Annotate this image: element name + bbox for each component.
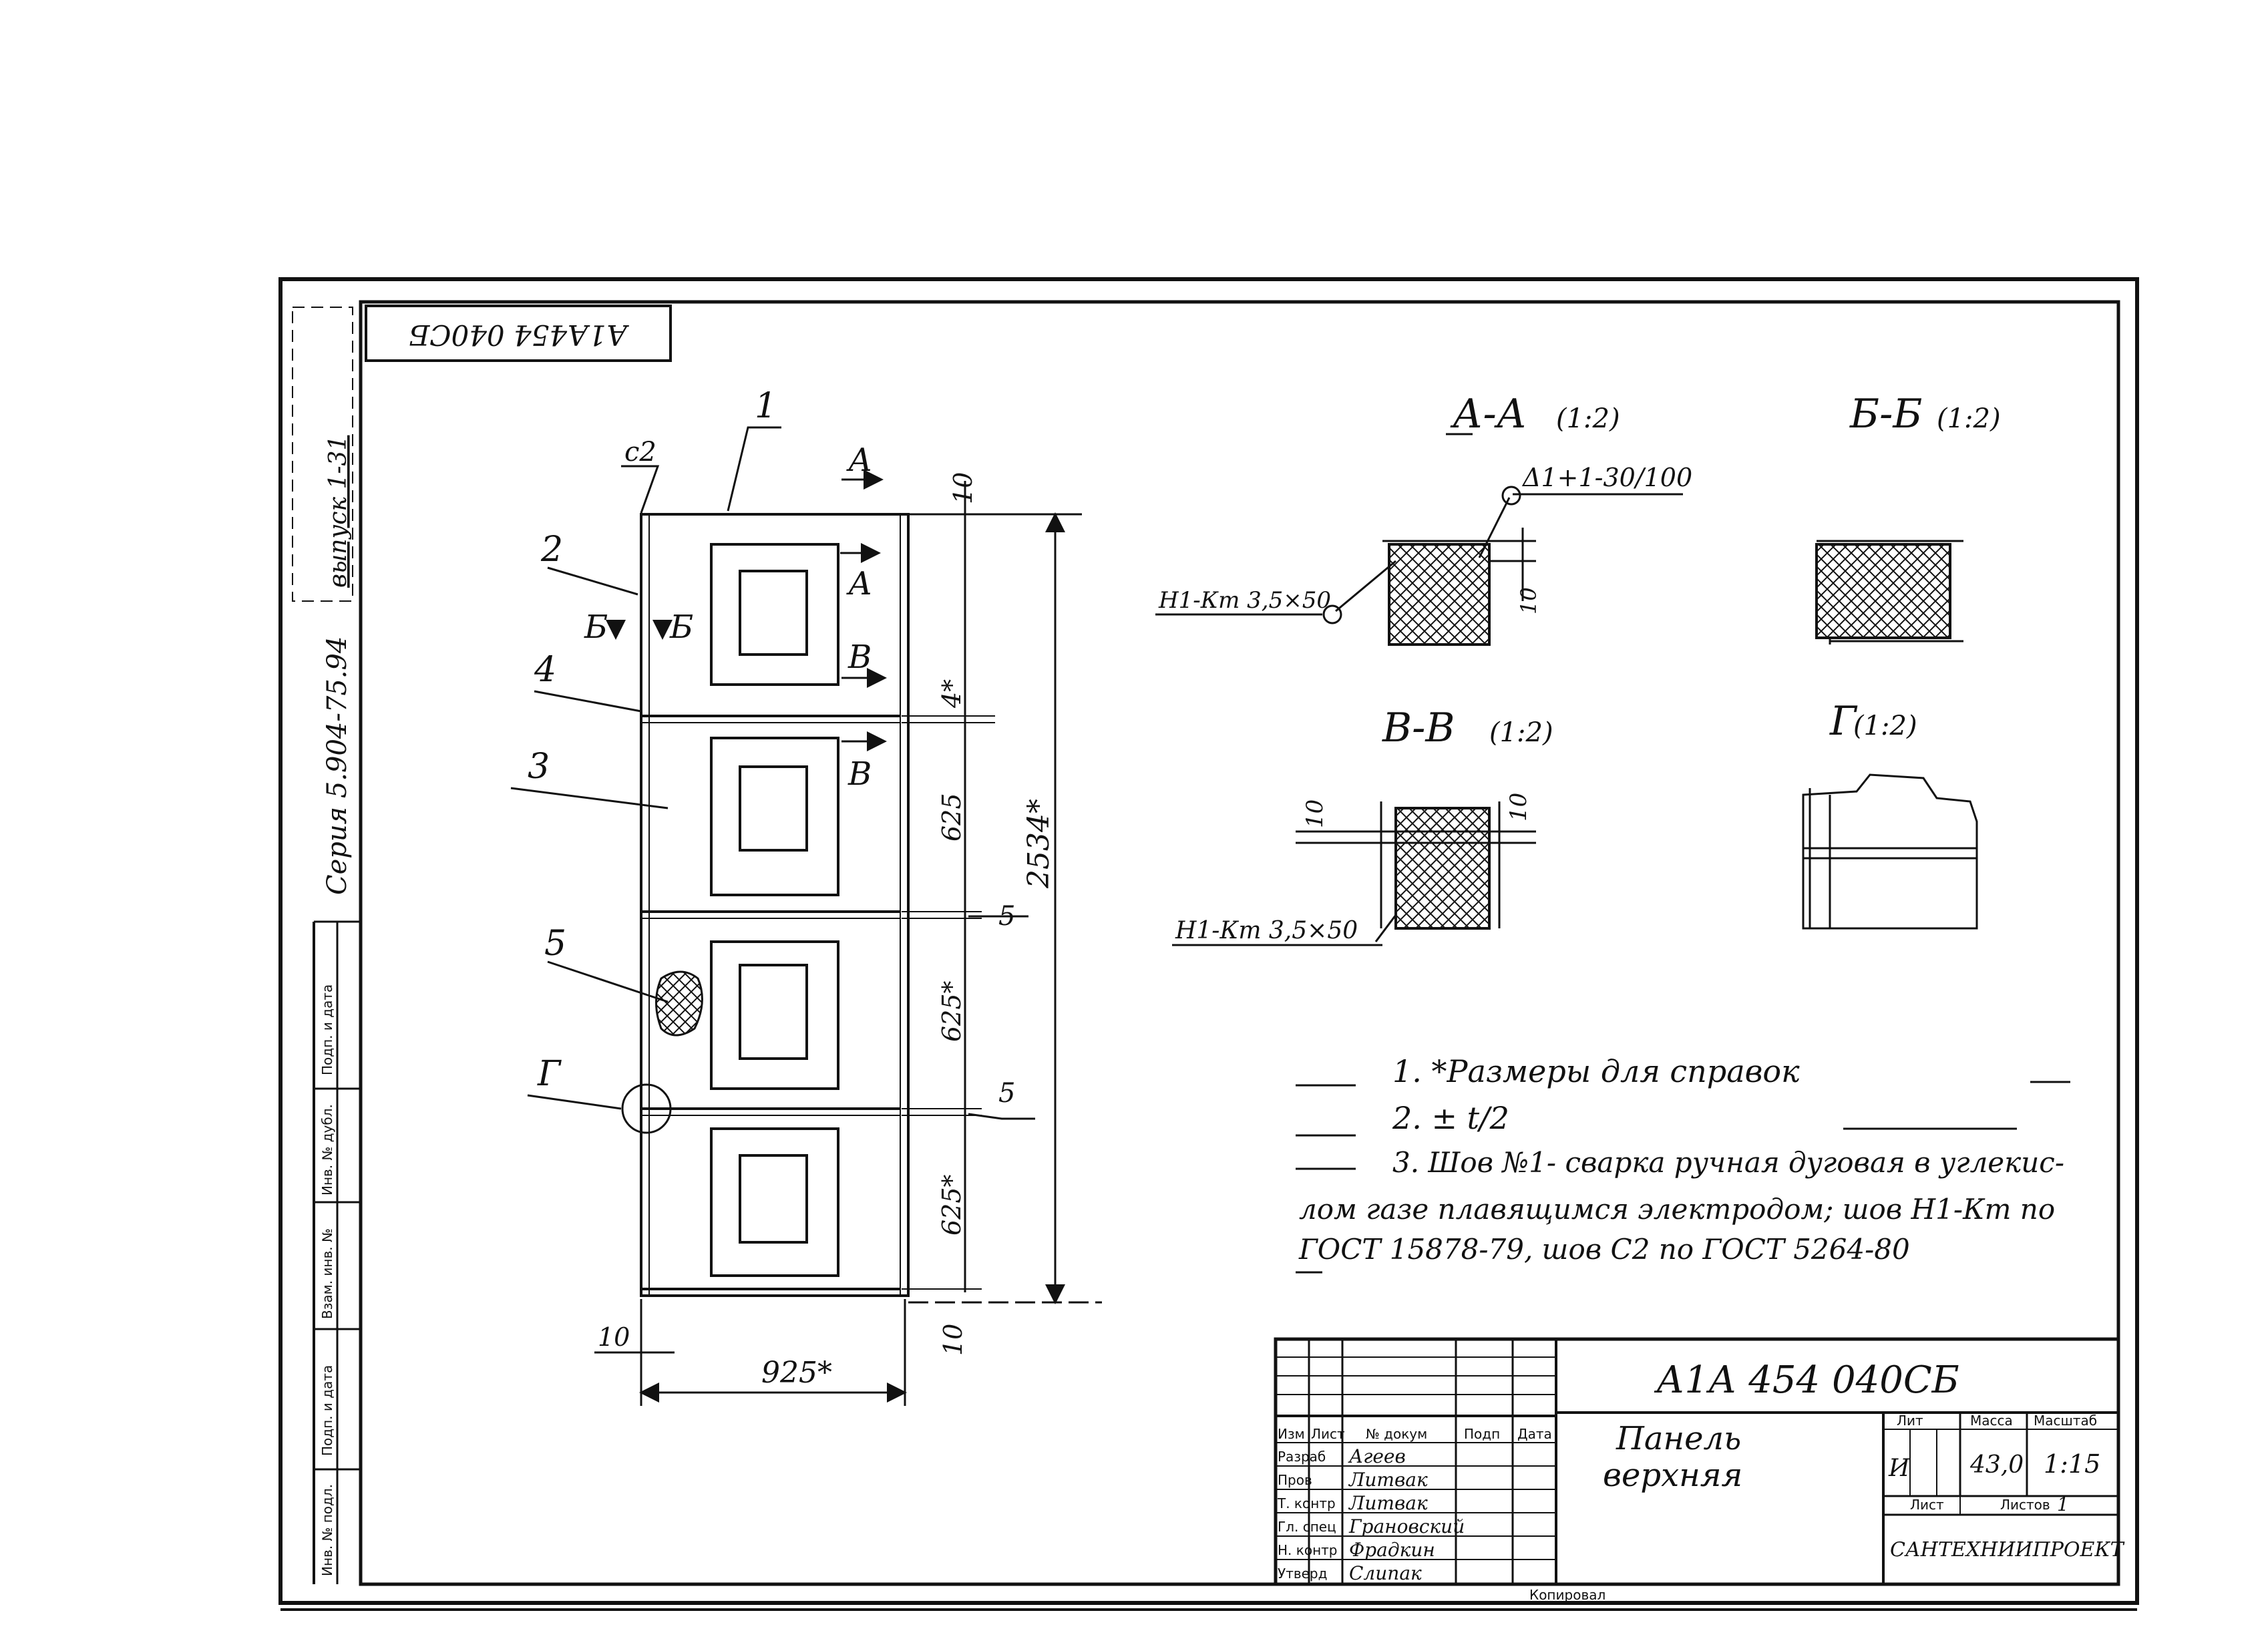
role-0: Разраб	[1278, 1449, 1326, 1465]
dim-top: 10	[948, 472, 978, 504]
detail-g: Г (1:2)	[1802, 698, 1978, 930]
role-2: Т. контр	[1277, 1495, 1336, 1511]
title-block-code: А1А 454 040СБ	[1654, 1358, 1959, 1402]
name-5: Слипак	[1349, 1562, 1422, 1584]
callout-g: Г	[537, 1054, 562, 1094]
col-sign: Подп	[1464, 1426, 1500, 1442]
role-3: Гл. спец	[1278, 1519, 1336, 1535]
mass-label: Масса	[1970, 1413, 2013, 1429]
section-aa-weld-left: Н1-Кm 3,5×50	[1158, 587, 1331, 614]
dim-seg1: 4*	[937, 679, 966, 709]
callout-1: 1	[755, 386, 777, 426]
lit-label: Лит	[1897, 1413, 1923, 1429]
section-mark-v-top: В	[847, 638, 872, 676]
col-doc: № докум	[1366, 1426, 1427, 1442]
series-label: Серия 5.904-75.94	[322, 636, 353, 895]
scale-label: Масштаб	[2034, 1413, 2097, 1429]
section-vv-dim-left: 10	[1302, 799, 1328, 828]
copied-label: Копировал	[1529, 1587, 1605, 1603]
col-izm: Изм	[1278, 1426, 1305, 1442]
stamp-code-text: А1А454 040СБ	[409, 319, 629, 351]
section-aa-dim: 10	[1516, 587, 1541, 614]
section-bb-title: Б-Б	[1849, 391, 1922, 437]
name-4: Фрадкин	[1349, 1539, 1435, 1561]
title-block-name-2: верхняя	[1603, 1457, 1742, 1494]
section-aa-scale: (1:2)	[1556, 403, 1620, 434]
window-3	[710, 940, 839, 1090]
notes: 1. *Размеры для справок 2. ± t/2 3. Шов …	[1296, 1053, 2070, 1274]
name-3: Грановский	[1348, 1515, 1465, 1537]
org-name: САНТЕХНИИПРОЕКТ	[1890, 1538, 2125, 1562]
panel-elevation: 1 2 4 3 5 Г 5 5 с2 А А В В Б Б 10 4* 625…	[510, 386, 1102, 1406]
title-block: А1А 454 040СБ Панель верхняя Изм Лист № …	[1274, 1337, 2125, 1603]
callout-5: 5	[544, 924, 566, 964]
section-bb-scale: (1:2)	[1937, 403, 2001, 434]
section-aa: А-А (1:2) Δ1+1-30/100 Н1-Кm 3,5×50 10	[1155, 391, 1692, 646]
section-mark-b-right: Б	[669, 608, 693, 646]
margin-dub-label: Инв. № дубл.	[319, 1104, 335, 1196]
name-2: Литвак	[1348, 1492, 1428, 1514]
section-mark-v-bottom: В	[847, 755, 872, 793]
dim-seg3: 625*	[937, 980, 966, 1042]
sheets-value: 1	[2057, 1493, 2069, 1515]
section-bb: Б-Б (1:2)	[1815, 391, 2001, 645]
detail-circle-g	[621, 1083, 672, 1134]
section-vv: В-В (1:2) 10 10 Н1-Кm 3,5×50	[1172, 705, 1553, 946]
section-mark-a-top: А	[846, 441, 872, 479]
name-0: Агеев	[1348, 1445, 1406, 1467]
callout-2: 2	[540, 530, 563, 570]
note-2: 2. ± t/2	[1392, 1100, 1509, 1136]
role-5: Утверд	[1278, 1566, 1327, 1582]
section-vv-weld: Н1-Кm 3,5×50	[1175, 917, 1358, 944]
col-list: Лист	[1311, 1426, 1345, 1442]
note-1: 1. *Размеры для справок	[1392, 1053, 1800, 1089]
callout-5b: 5	[998, 901, 1015, 932]
col-date: Дата	[1517, 1426, 1552, 1442]
role-4: Н. контр	[1278, 1542, 1338, 1558]
note-3c: ГОСТ 15878-79, шов С2 по ГОСТ 5264-80	[1298, 1233, 1910, 1266]
sheets-label: Листов	[2000, 1497, 2050, 1513]
section-aa-weld-top: Δ1+1-30/100	[1521, 463, 1692, 492]
scale-value: 1:15	[2044, 1449, 2100, 1479]
window-2	[710, 737, 839, 896]
document-code-stamp: А1А454 040СБ	[365, 305, 672, 362]
insulation-patch	[655, 970, 703, 1037]
lit-value: И	[1888, 1455, 1910, 1482]
section-vv-title: В-В	[1382, 705, 1455, 751]
dim-total: 2534*	[1022, 799, 1056, 889]
section-mark-b-left: Б	[584, 608, 608, 646]
callout-5c: 5	[998, 1078, 1015, 1109]
mass-value: 43,0	[1969, 1451, 2024, 1479]
dim-width: 925*	[761, 1356, 832, 1390]
note-3b: лом газе плавящимся электродом; шов Н1-К…	[1299, 1193, 2055, 1226]
section-vv-scale: (1:2)	[1489, 717, 1553, 748]
name-1: Литвак	[1348, 1469, 1428, 1491]
section-mark-a-bottom: А	[846, 565, 872, 602]
dim-bottom: 10	[938, 1324, 968, 1356]
section-aa-title: А-А	[1450, 391, 1527, 437]
callout-4: 4	[534, 650, 556, 690]
window-1	[710, 543, 839, 686]
role-1: Пров	[1278, 1472, 1312, 1488]
sheet-label: Лист	[1910, 1497, 1944, 1513]
side-margin: Серия 5.904-75.94 выпуск 1-31 Инв. № под…	[292, 307, 361, 1584]
dim-seg4: 625*	[937, 1174, 966, 1236]
margin-sign-label-2: Подп. и дата	[319, 1365, 335, 1456]
margin-replaced-label: Взам. инв. №	[319, 1228, 335, 1319]
weld-mark-c2: с2	[624, 437, 656, 468]
detail-g-scale: (1:2)	[1853, 711, 1917, 741]
detail-g-title: Г	[1829, 698, 1858, 745]
margin-inv-label: Инв. № подл.	[319, 1484, 335, 1576]
window-4	[710, 1127, 839, 1277]
margin-sign-label-1: Подп. и дата	[319, 984, 335, 1075]
dim-seg2: 625	[937, 793, 966, 842]
dim-left: 10	[598, 1322, 630, 1352]
note-3a: 3. Шов №1- сварка ручная дуговая в углек…	[1392, 1146, 2064, 1179]
sheet-frame	[278, 277, 2139, 1611]
title-block-name-1: Панель	[1616, 1420, 1741, 1457]
section-vv-dim-right: 10	[1505, 793, 1532, 821]
callout-3: 3	[528, 747, 550, 787]
issue-label: выпуск 1-31	[325, 435, 352, 588]
